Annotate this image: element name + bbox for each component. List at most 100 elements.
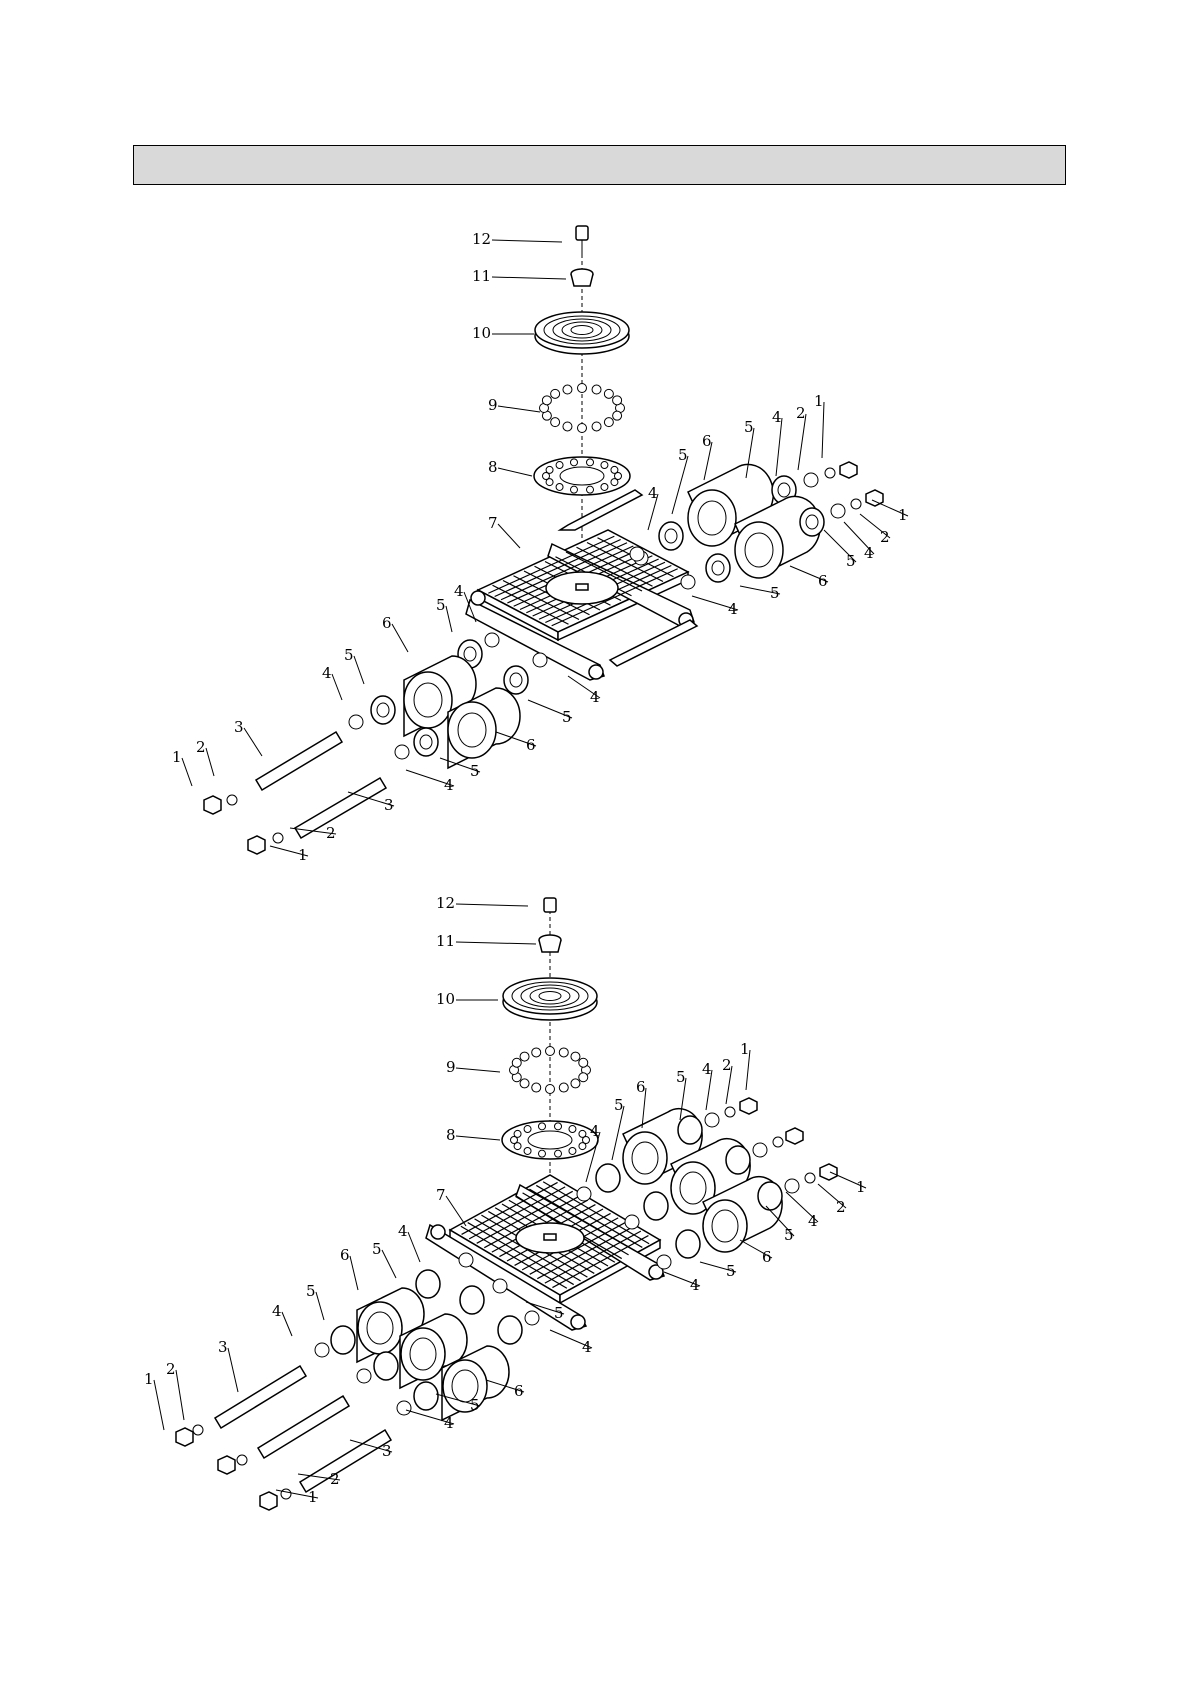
leader-line <box>446 1196 466 1226</box>
part-callout-l4e: 4 <box>398 1222 408 1240</box>
leader-line <box>316 1292 324 1320</box>
leader-line <box>456 942 536 944</box>
part-callout-u5b: 5 <box>744 418 754 436</box>
part-callout-u5g: 5 <box>562 708 572 726</box>
part-callout-l5b: 5 <box>676 1068 686 1086</box>
part-callout-l4b: 4 <box>590 1122 600 1140</box>
part-callout-l5f: 5 <box>306 1282 316 1300</box>
part-callout-l5c: 5 <box>784 1226 794 1244</box>
part-callout-u5h: 5 <box>470 762 480 780</box>
leader-line <box>822 402 824 458</box>
leader-line <box>498 468 532 476</box>
part-callout-u9: 9 <box>488 396 498 414</box>
leader-line <box>282 1312 292 1336</box>
part-callout-l1a: 1 <box>740 1040 750 1058</box>
part-callout-l5d: 5 <box>726 1262 736 1280</box>
part-callout-l4f: 4 <box>272 1302 282 1320</box>
ball-ring-9-lower <box>510 1047 591 1094</box>
part-callout-u5f: 5 <box>344 646 354 664</box>
leader-line <box>798 414 806 470</box>
part-callout-u1c: 1 <box>172 748 182 766</box>
leader-line <box>408 1232 420 1262</box>
part-callout-l1b: 1 <box>856 1178 866 1196</box>
part-callout-l12: 12 <box>436 894 455 912</box>
part-callout-u12: 12 <box>472 230 491 248</box>
part-callout-u3a: 3 <box>234 718 244 736</box>
part-callout-u2c: 2 <box>196 738 206 756</box>
turntable-10 <box>535 312 629 354</box>
part-callout-u1b: 1 <box>898 506 908 524</box>
part-callout-l4h: 4 <box>444 1414 454 1432</box>
part-callout-u4h: 4 <box>444 776 454 794</box>
part-callout-u5d: 5 <box>770 584 780 602</box>
part-callout-l7: 7 <box>436 1186 446 1204</box>
part-callout-u2b: 2 <box>880 528 890 546</box>
bushing-11 <box>571 269 593 286</box>
leader-line <box>498 524 520 548</box>
bushing-11-lower <box>539 935 561 952</box>
part-callout-u8: 8 <box>488 458 498 476</box>
part-callout-l6b: 6 <box>762 1248 772 1266</box>
part-callout-l10: 10 <box>436 990 455 1008</box>
part-callout-l4c: 4 <box>808 1212 818 1230</box>
part-callout-l5a: 5 <box>614 1096 624 1114</box>
leader-line <box>154 1380 164 1430</box>
part-callout-u4c: 4 <box>728 600 738 618</box>
part-callout-l5g: 5 <box>554 1304 564 1322</box>
part-callout-u6d: 6 <box>526 736 536 754</box>
leader-line <box>446 606 452 632</box>
leader-line <box>456 1068 500 1072</box>
part-callout-l6d: 6 <box>514 1382 524 1400</box>
part-callout-l2d: 2 <box>330 1470 340 1488</box>
leader-line <box>492 277 566 279</box>
part-callout-l4g: 4 <box>582 1338 592 1356</box>
part-callout-u10: 10 <box>472 324 491 342</box>
roller-set-left-b <box>248 653 547 854</box>
part-callout-u5c: 5 <box>846 552 856 570</box>
part-callout-l4a: 4 <box>702 1060 712 1078</box>
part-callout-u4d: 4 <box>648 484 658 502</box>
part-callout-l1c: 1 <box>144 1370 154 1388</box>
part-callout-u11: 11 <box>472 267 491 285</box>
leader-line <box>492 240 562 242</box>
part-callout-u1d: 1 <box>298 846 308 864</box>
part-callout-l1d: 1 <box>308 1488 318 1506</box>
part-callout-u6a: 6 <box>702 432 712 450</box>
part-callout-u3b: 3 <box>384 796 394 814</box>
leader-line <box>776 418 782 476</box>
part-callout-l3a: 3 <box>218 1338 228 1356</box>
turntable-10-lower <box>503 978 597 1020</box>
leader-line <box>244 728 262 756</box>
leader-line <box>612 1106 624 1160</box>
part-callout-l8: 8 <box>446 1126 456 1144</box>
part-callout-u4b: 4 <box>864 544 874 562</box>
leader-line <box>176 1370 184 1420</box>
leader-line <box>392 624 408 652</box>
part-callout-l9: 9 <box>446 1058 456 1076</box>
part-callout-l5e: 5 <box>372 1240 382 1258</box>
part-callout-u4e: 4 <box>454 582 464 600</box>
part-callout-u4a: 4 <box>772 408 782 426</box>
bolt-12 <box>576 226 588 258</box>
leader-line <box>498 406 540 412</box>
leader-line <box>456 904 528 906</box>
leader-line <box>354 656 364 684</box>
frame-7 <box>466 490 697 680</box>
part-callout-l11: 11 <box>436 932 455 950</box>
leader-line <box>456 1136 500 1140</box>
leader-line <box>206 748 214 776</box>
leader-line <box>182 758 192 786</box>
bearing-plate-8 <box>534 457 630 495</box>
bearing-plate-8-lower <box>502 1121 598 1159</box>
part-callout-u4f: 4 <box>322 664 332 682</box>
part-callout-l2a: 2 <box>722 1056 732 1074</box>
part-callout-l4d: 4 <box>690 1276 700 1294</box>
upper-assembly <box>204 226 883 854</box>
part-callout-u5e: 5 <box>436 596 446 614</box>
leader-line <box>228 1348 238 1392</box>
part-callout-l2b: 2 <box>836 1198 846 1216</box>
part-callout-l3b: 3 <box>382 1442 392 1460</box>
part-callout-u2d: 2 <box>326 824 336 842</box>
part-callout-u7: 7 <box>488 514 498 532</box>
